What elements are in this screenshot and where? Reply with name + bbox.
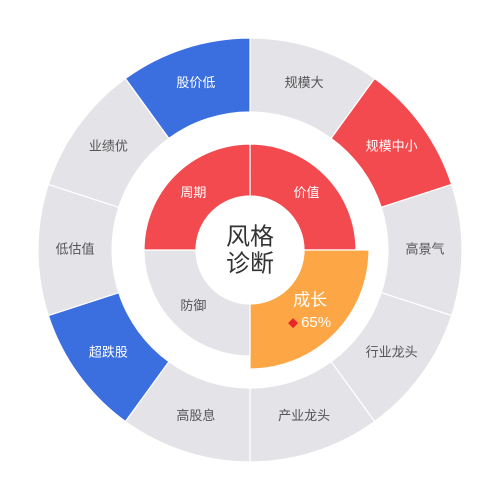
outer-segment-label-0: 规模大 [285, 75, 324, 90]
center-label-line-1: 风格 [226, 223, 274, 250]
outer-segment-label-2: 高景气 [405, 241, 444, 256]
inner-segment-2 [143, 249, 251, 357]
outer-segment-9 [124, 37, 251, 140]
inner-segment-0 [249, 143, 357, 251]
outer-segment-label-4: 产业龙头 [278, 408, 330, 423]
center-label-line-2: 诊断 [226, 250, 274, 277]
inner-segment-label-2: 防御 [180, 298, 206, 313]
inner-segment-label-3: 周期 [180, 185, 206, 200]
inner-segment-label-1: 成长 [293, 291, 327, 310]
outer-segment-label-8: 业绩优 [89, 139, 128, 154]
outer-segment-label-3: 行业龙头 [366, 344, 418, 359]
inner-segment-value-1: 65% [301, 314, 331, 331]
outer-segment-label-9: 股价低 [176, 75, 215, 90]
outer-segment-label-5: 高股息 [176, 408, 215, 423]
outer-segment-label-6: 超跌股 [89, 344, 128, 359]
inner-segment-label-0: 价值 [294, 185, 320, 200]
outer-segment-label-1: 规模中小 [366, 139, 418, 154]
inner-segment-1 [249, 249, 370, 370]
inner-segment-3 [143, 143, 251, 251]
center-label: 风格 诊断 [226, 223, 274, 277]
value-marker-icon [288, 318, 299, 329]
outer-segment-label-7: 低估值 [55, 241, 94, 256]
